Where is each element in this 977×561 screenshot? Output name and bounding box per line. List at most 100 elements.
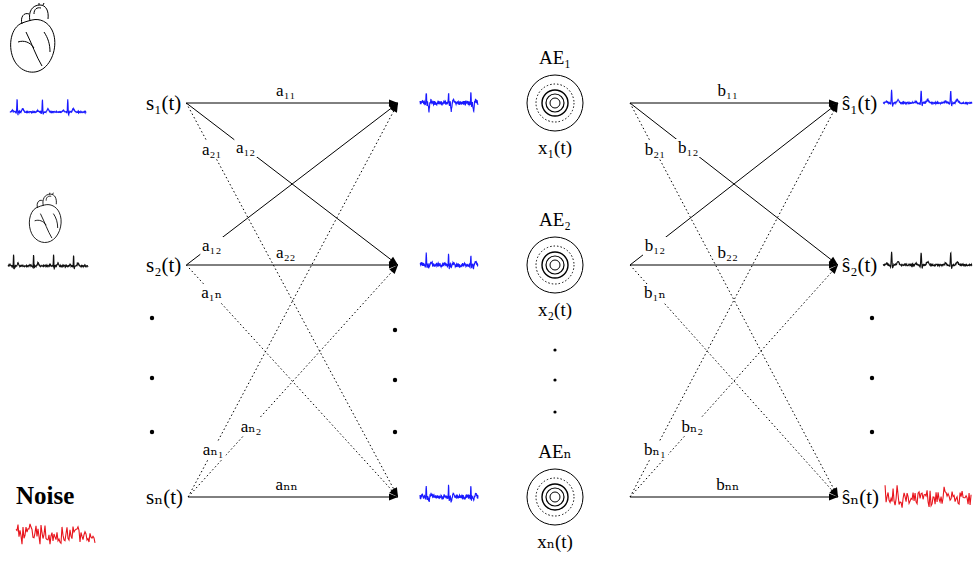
sensor-ring bbox=[527, 237, 583, 293]
mixing-arrow bbox=[186, 103, 398, 104]
coefficient-label: a₁₂ bbox=[234, 139, 257, 157]
heart-vessel bbox=[34, 3, 44, 14]
coefficient-label: a₁ₙ bbox=[199, 284, 224, 302]
ellipsis-dot bbox=[870, 316, 874, 320]
mixing-arrow bbox=[186, 265, 398, 266]
source-signal: s₁(t) bbox=[143, 88, 184, 118]
ellipsis-dot bbox=[150, 316, 154, 320]
mixing-arrow bbox=[630, 103, 838, 497]
mixing-arrow bbox=[186, 103, 398, 265]
mixing-arrow bbox=[630, 103, 838, 497]
sensor-ring bbox=[542, 90, 568, 116]
mixing-arrow bbox=[186, 103, 398, 497]
signal-name: ŝ₁(t) bbox=[842, 87, 877, 119]
coefficient-label: b₁₁ bbox=[716, 82, 740, 100]
sensor-ring bbox=[536, 246, 574, 284]
heart-illustration bbox=[29, 193, 61, 243]
mixed-waveform bbox=[420, 93, 478, 112]
waveform-holder bbox=[838, 249, 975, 281]
heart-groove bbox=[26, 32, 42, 66]
mixing-arrow bbox=[630, 103, 838, 265]
coefficient-label: b₂₂ bbox=[716, 244, 740, 262]
heart-body bbox=[29, 205, 61, 243]
heart-illustration bbox=[11, 3, 55, 72]
heart-vessel bbox=[46, 193, 53, 201]
sensor-ring bbox=[527, 75, 583, 131]
signal-name: ŝ₂(t) bbox=[842, 249, 877, 281]
ellipsis-dot bbox=[870, 430, 874, 434]
sensor-ring bbox=[550, 492, 560, 502]
sensor-name: AE₂ bbox=[539, 209, 571, 231]
mixing-arrow bbox=[186, 265, 398, 497]
sensor-symbol bbox=[398, 208, 628, 322]
ellipsis-dot bbox=[393, 430, 397, 434]
sensor-ring bbox=[542, 484, 568, 510]
heart-vessel bbox=[21, 14, 29, 24]
sensor-ring bbox=[527, 469, 583, 525]
signal-name: s₂(t) bbox=[146, 250, 181, 280]
sensor-symbol bbox=[398, 440, 628, 554]
ellipsis-dot bbox=[553, 348, 556, 351]
ellipsis-dot bbox=[393, 328, 397, 332]
mixing-arrow bbox=[630, 103, 838, 265]
noise-waveform bbox=[885, 485, 971, 507]
coefficient-label: b₂₁ bbox=[643, 141, 667, 159]
coefficient-label: aₙ₂ bbox=[239, 418, 264, 436]
heart-body bbox=[11, 19, 55, 72]
source-signal: sₙ(t) bbox=[143, 482, 186, 512]
mixing-arrow bbox=[188, 497, 398, 498]
sensor-ring bbox=[546, 94, 564, 112]
heart-vessel bbox=[37, 200, 42, 208]
mixing-arrow bbox=[188, 265, 398, 497]
acoustic-sensor: AEₙxₙ(t) bbox=[398, 440, 628, 554]
coefficient-label: a₁₂ bbox=[200, 237, 223, 255]
ellipsis-dot bbox=[870, 376, 874, 380]
signal-name: sₙ(t) bbox=[146, 482, 183, 512]
mixing-arrow bbox=[630, 103, 838, 104]
source-signal: s₂(t) bbox=[143, 250, 184, 280]
mixing-arrow bbox=[630, 497, 838, 498]
sensor-ring bbox=[546, 488, 564, 506]
signal-label: Noise bbox=[16, 482, 74, 510]
coefficient-label: a₂₂ bbox=[274, 244, 297, 262]
coefficient-label: b₁₂ bbox=[643, 237, 667, 255]
ecg-waveform bbox=[10, 99, 86, 115]
ecg-waveform bbox=[883, 252, 972, 268]
estimated-signal: ŝ₂(t) bbox=[838, 249, 975, 281]
sensor-ring bbox=[550, 98, 560, 108]
sensor-ring bbox=[546, 256, 564, 274]
signal-name: ŝₙ(t) bbox=[842, 481, 879, 513]
signal-name: s₁(t) bbox=[146, 88, 181, 118]
coefficient-label: bₙ₁ bbox=[642, 441, 668, 459]
ecg-waveform bbox=[8, 255, 88, 270]
mixed-waveform bbox=[420, 253, 478, 270]
signal-name: xₙ(t) bbox=[537, 531, 573, 553]
mixing-arrow bbox=[188, 103, 398, 497]
sensor-ring bbox=[542, 252, 568, 278]
ecg-waveform bbox=[883, 90, 972, 107]
sensor-symbol bbox=[398, 46, 628, 160]
sensor-ring bbox=[536, 84, 574, 122]
sensor-name: AE₁ bbox=[539, 47, 571, 69]
acoustic-sensor: AE₁x₁(t) bbox=[398, 46, 628, 160]
coefficient-label: a₁₁ bbox=[274, 82, 297, 100]
mixing-arrow bbox=[630, 265, 838, 497]
signal-name: x₂(t) bbox=[538, 299, 572, 321]
ellipsis-dot bbox=[553, 410, 556, 413]
waveform-holder bbox=[838, 481, 975, 513]
sensor-ring bbox=[536, 478, 574, 516]
mixed-waveform bbox=[420, 485, 478, 503]
mixing-arrow bbox=[186, 103, 398, 265]
coefficient-label: a₂₁ bbox=[200, 141, 223, 159]
coefficient-label: bₙₙ bbox=[714, 476, 741, 494]
coefficient-label: aₙ₁ bbox=[201, 441, 226, 459]
waveform-holder bbox=[838, 87, 975, 119]
ellipsis-dot bbox=[150, 376, 154, 380]
noise-waveform bbox=[16, 524, 95, 544]
ellipsis-dot bbox=[393, 378, 397, 382]
